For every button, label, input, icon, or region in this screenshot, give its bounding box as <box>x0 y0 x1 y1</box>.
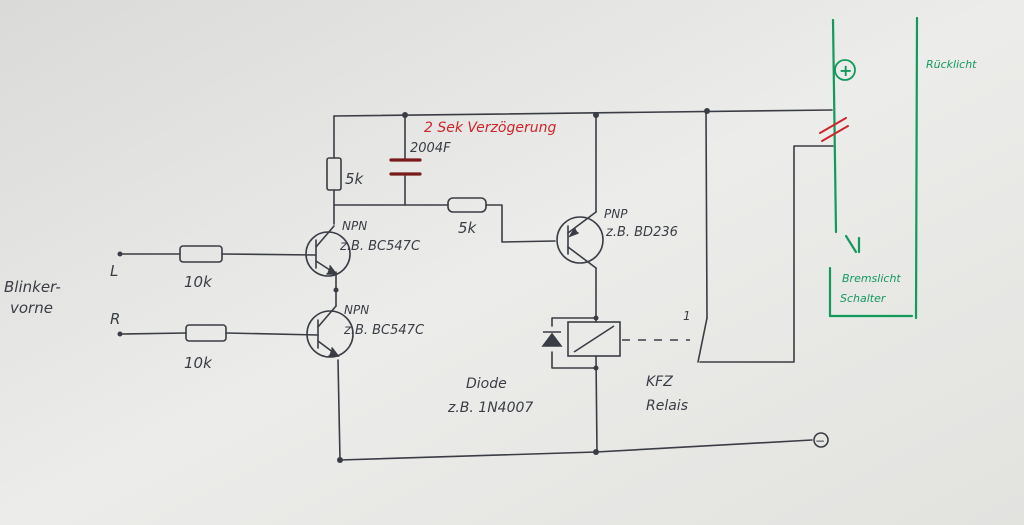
input-r-terminal <box>117 331 123 337</box>
top-rail-wire <box>333 109 833 117</box>
input-l-wire-2 <box>221 253 317 256</box>
input-r-wire-2 <box>225 332 319 336</box>
base-wire-pnp <box>485 204 556 243</box>
relay-switch <box>697 317 708 363</box>
pnp-type-label: PNP <box>604 207 628 221</box>
positive-supply-line <box>831 18 838 234</box>
relay-label-2: Relais <box>646 398 688 414</box>
junction-dot <box>704 108 710 114</box>
resistor-10k-l <box>179 245 223 263</box>
diode <box>541 331 563 347</box>
plus-label: + <box>839 61 852 80</box>
npn2-emitter-to-ground-wire <box>337 359 341 461</box>
diode-label-1: Diode <box>466 376 507 392</box>
capacitor-value-label: 2004F <box>410 141 451 156</box>
blinker-label-2: vorne <box>10 299 53 317</box>
capacitor-delay-label: 2 Sek Verzögerung <box>424 120 556 136</box>
resistor-10k-l-label: 10k <box>184 273 213 291</box>
minus-label: − <box>815 434 825 448</box>
resistor-10k-r-label: 10k <box>184 354 213 372</box>
pnp-transistor <box>556 211 604 269</box>
npn-transistor-2 <box>306 305 354 358</box>
rear-light-line <box>914 16 919 320</box>
switch-top-wire <box>705 109 708 319</box>
input-r-wire <box>120 332 187 335</box>
diode-label-2: z.B. 1N4007 <box>447 400 533 416</box>
npn-transistor-1 <box>305 225 351 277</box>
pnp-part-label: z.B. BD236 <box>605 225 678 240</box>
resistor-5k-top <box>326 157 342 191</box>
switch-bottom-wire <box>699 145 834 363</box>
capacitor <box>389 158 422 176</box>
diode-wire-top <box>551 317 597 327</box>
relay-to-ground-wire <box>595 355 598 453</box>
junction-dot <box>337 457 343 463</box>
resistor-10k-r <box>185 324 227 342</box>
resistor-5k-mid <box>447 197 487 213</box>
junction-dot <box>593 365 599 371</box>
junction-dot <box>333 287 339 293</box>
brake-switch-label-2: Schalter <box>840 292 887 305</box>
brake-switch-mark-1 <box>844 234 858 254</box>
junction-dot <box>593 315 599 321</box>
brake-switch-label-1: Bremslicht <box>842 272 901 285</box>
minus-terminal-circle <box>813 432 829 448</box>
input-l-terminal <box>117 251 123 257</box>
input-l-label: L <box>110 262 118 280</box>
npn1-type-label: NPN <box>342 219 367 233</box>
rear-light-label: Rücklicht <box>926 58 977 71</box>
relay-label-1: KFZ <box>646 374 673 390</box>
relay-coil <box>567 321 690 357</box>
junction-dot <box>593 449 599 455</box>
resistor-5k-mid-label: 5k <box>458 219 478 237</box>
red-break-mark <box>819 117 849 142</box>
junction-dot <box>402 112 408 118</box>
junction-dot <box>593 112 599 118</box>
resistor-5k-top-label: 5k <box>345 170 365 188</box>
npn2-type-label: NPN <box>344 303 369 317</box>
plus-terminal-circle <box>834 59 856 81</box>
input-r-label: R <box>110 310 120 328</box>
npn2-part-label: z.B. BC547C <box>343 323 425 338</box>
blinker-label-1: Blinker- <box>4 278 61 296</box>
switch-mark-label: 1 <box>683 309 691 323</box>
npn1-part-label: z.B. BC547C <box>339 239 421 254</box>
diode-wire-bottom <box>551 351 597 369</box>
